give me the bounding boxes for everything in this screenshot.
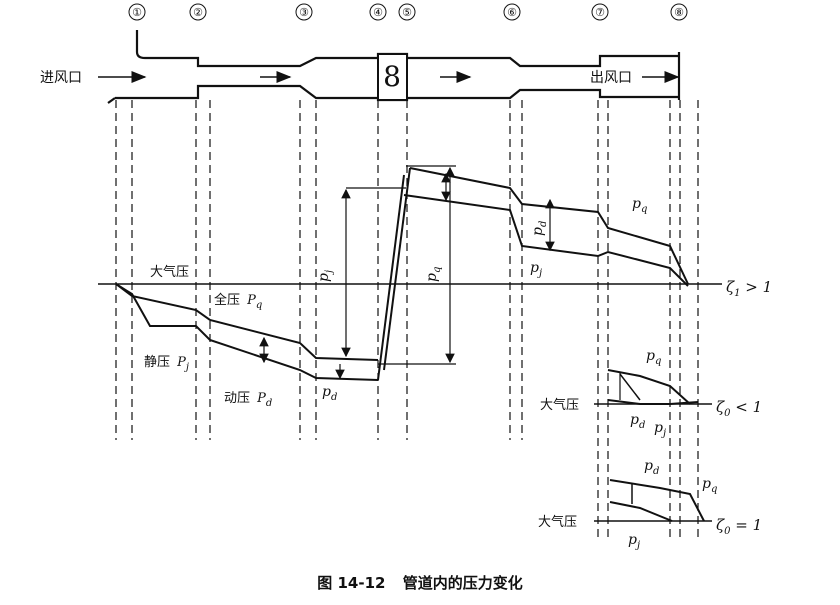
duct-inlet-lip (107, 97, 116, 104)
pd-label-fan-inlet: pd (322, 384, 337, 403)
condition-3: ζ0 = 1 (716, 516, 762, 537)
figure-number: 图 14-12 (317, 574, 386, 592)
atmospheric-label-lower: 大气压 (540, 397, 579, 413)
inset-zeta0-equal-1: 大气压 pd pq pj ζ0 = 1 (538, 458, 762, 551)
section-label-5: ⑤ (402, 6, 412, 19)
section-label-7: ⑦ (595, 6, 605, 19)
section-label-6: ⑥ (507, 6, 517, 19)
outlet-label: 出风口 (590, 70, 632, 86)
section-marker-2: ② (189, 3, 207, 21)
fan-pressure-rise (377, 167, 411, 381)
condition-1: ζ1 > 1 (726, 278, 772, 299)
figure-title: 管道内的压力变化 (402, 574, 523, 592)
pj-label-inset3: pj (628, 532, 640, 551)
pj-label-discharge: pj (530, 260, 542, 279)
pd-label-inset2: pd (630, 412, 645, 431)
pd-label-inset3: pd (644, 458, 659, 477)
total-pressure-label: 全压 Pq (214, 292, 262, 311)
pq-label-inset3: pq (702, 476, 717, 495)
static-pressure-curve-suction (115, 283, 379, 381)
pq-label-inset2: pq (646, 348, 661, 367)
pq-label-main: pq (424, 267, 443, 282)
total-pressure-curve-discharge (409, 167, 689, 285)
section-label-1: ① (132, 6, 142, 19)
discharge-side-curves (403, 167, 689, 287)
atmospheric-label-main: 大气压 (150, 264, 189, 280)
suction-side-curves (115, 283, 379, 381)
duct-top-wall (135, 30, 679, 68)
curve-labels: 全压 Pq 静压 Pj 动压 Pd pj pq pd pd pj pq (144, 196, 647, 409)
fan: 8 (377, 53, 408, 101)
pd-label-main: pd (530, 221, 549, 236)
atmospheric-label-bottom: 大气压 (538, 514, 577, 530)
inlet-label: 进风口 (40, 70, 82, 86)
section-marker-5: ⑤ (398, 3, 416, 21)
pq-label-discharge: pq (632, 196, 647, 215)
pj-label-inset2: pj (654, 420, 666, 439)
static-pressure-label: 静压 Pj (144, 355, 189, 373)
figure-caption: 图 14-12 管道内的压力变化 (0, 572, 840, 593)
dimension-lines (259, 165, 555, 380)
section-label-8: ⑧ (674, 6, 684, 19)
section-label-4: ④ (373, 6, 383, 19)
section-marker-8: ⑧ (670, 3, 688, 21)
section-marker-1: ① (128, 3, 146, 21)
section-label-2: ② (193, 6, 203, 19)
static-pressure-curve-discharge (403, 194, 689, 287)
section-guide-lines (115, 100, 699, 540)
section-marker-4: ④ (369, 3, 387, 21)
section-marker-3: ③ (295, 3, 313, 21)
section-label-3: ③ (299, 6, 309, 19)
fan-symbol: 8 (383, 60, 401, 93)
section-markers: ① ② ③ ④ ⑤ ⑥ ⑦ ⑧ (128, 3, 688, 21)
section-marker-7: ⑦ (591, 3, 609, 21)
inset-zeta0-less-than-1: 大气压 pq pd pj ζ0 < 1 (540, 348, 762, 439)
pj-label-main: pj (316, 270, 335, 282)
dynamic-pressure-label: 动压 Pd (224, 391, 272, 409)
section-marker-6: ⑥ (503, 3, 521, 21)
condition-2: ζ0 < 1 (716, 398, 762, 419)
